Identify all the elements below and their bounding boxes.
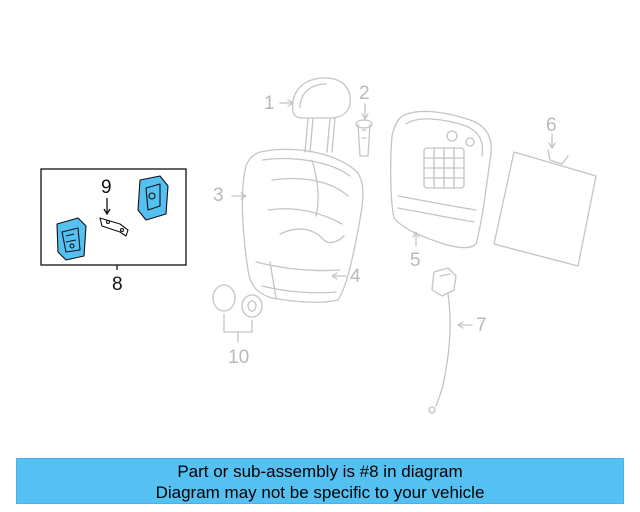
callout-2: 2: [359, 83, 370, 104]
callout-7: 7: [476, 315, 487, 336]
headrest-part: [279, 77, 351, 153]
banner-line-1: Part or sub-assembly is #8 in diagram: [177, 462, 463, 481]
callout-6: 6: [546, 115, 557, 136]
banner-line-2: Diagram may not be specific to your vehi…: [155, 483, 485, 502]
callout-1: 1: [264, 93, 275, 114]
part-8-assembly-box: [40, 168, 187, 270]
callout-9: 9: [101, 177, 112, 198]
callout-4: 4: [350, 266, 361, 287]
seat-back-panel-part: [493, 133, 597, 267]
caps-part: [212, 284, 263, 343]
callout-8: 8: [112, 274, 123, 295]
parts-diagram: [40, 77, 597, 414]
callout-3: 3: [213, 185, 224, 206]
seat-back-frame-part: [390, 110, 492, 249]
release-cable-part: [428, 267, 473, 414]
info-banner: Part or sub-assembly is #8 in diagram Di…: [16, 458, 624, 504]
headrest-guide-part: [355, 103, 373, 157]
bracket-part-9[interactable]: [99, 217, 129, 237]
lumbar-plate-left[interactable]: [56, 217, 87, 261]
callout-5: 5: [410, 250, 421, 271]
callout-10: 10: [228, 347, 250, 368]
lumbar-plate-right[interactable]: [137, 175, 169, 221]
seat-back-cover-part: [231, 148, 364, 303]
